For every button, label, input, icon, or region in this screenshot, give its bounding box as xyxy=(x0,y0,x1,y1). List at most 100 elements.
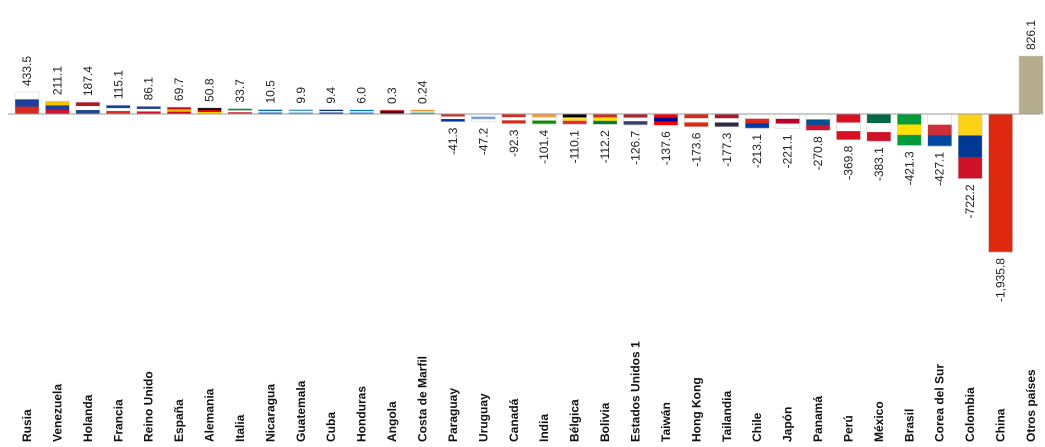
value-label: -110.1 xyxy=(568,130,582,163)
bar xyxy=(714,113,740,128)
bar-stripe xyxy=(440,116,465,120)
bar-stripe xyxy=(562,114,587,118)
bar xyxy=(136,106,161,115)
value-label: 115.1 xyxy=(111,70,125,99)
category-label: Rusia xyxy=(20,409,34,442)
bar xyxy=(623,113,648,126)
bar-stripe xyxy=(75,106,100,111)
bar xyxy=(744,113,770,129)
bar-stripe xyxy=(836,122,861,132)
bar-stripe xyxy=(106,105,131,109)
bar xyxy=(227,108,253,115)
bar xyxy=(471,113,496,123)
bar-stripe xyxy=(745,118,770,124)
category-label: Venezuela xyxy=(50,384,64,442)
bar-stripe xyxy=(15,99,39,107)
bar-stripe xyxy=(45,109,70,115)
bar-stripe xyxy=(45,101,70,106)
bar-stripe xyxy=(836,131,861,140)
bar xyxy=(197,107,222,115)
bar-stripe xyxy=(745,123,770,129)
bar xyxy=(75,101,101,115)
value-label: -427.1 xyxy=(933,152,947,186)
bar-stripe xyxy=(106,108,131,112)
bar-stripe xyxy=(988,206,1013,253)
category-label: Angola xyxy=(385,401,399,442)
value-label: 9.9 xyxy=(294,87,308,104)
value-label: -722.2 xyxy=(963,184,977,218)
category-label: Chile xyxy=(750,412,764,442)
category-label: Alemania xyxy=(203,388,217,442)
bar-stripe xyxy=(897,114,922,125)
category-label: Canadá xyxy=(507,398,521,442)
value-label: -213.1 xyxy=(750,134,764,168)
value-label: 0.24 xyxy=(416,80,430,104)
bar-stripe xyxy=(197,107,222,111)
bar-stripe xyxy=(258,111,283,113)
category-label: Brasil xyxy=(902,409,916,442)
bar-stripe xyxy=(1019,94,1043,115)
bar-stripe xyxy=(806,114,831,120)
value-label: 86.1 xyxy=(142,77,156,101)
bar-stripe xyxy=(471,119,496,123)
category-label: Tailandia xyxy=(720,391,734,442)
value-label: 0.3 xyxy=(385,87,399,104)
bar-stripe xyxy=(258,109,283,112)
bar-stripe xyxy=(897,134,922,146)
bar-stripe xyxy=(988,160,1013,207)
category-label: Estados Unidos 1 xyxy=(628,341,642,442)
bar-stripe xyxy=(288,112,313,115)
value-label: -112.2 xyxy=(598,130,612,163)
bar xyxy=(775,113,800,129)
bar xyxy=(866,113,892,142)
bar xyxy=(653,113,679,126)
bar-stripe xyxy=(227,112,252,115)
bar-stripe xyxy=(75,110,100,115)
bar-stripe xyxy=(136,106,161,110)
category-label: México xyxy=(872,401,886,442)
value-label: 69.7 xyxy=(172,77,186,101)
bar xyxy=(562,113,587,125)
bar-stripe xyxy=(806,124,831,131)
bar-stripe xyxy=(349,111,374,113)
category-label: Costa de Marfil xyxy=(416,356,430,442)
value-label: 50.8 xyxy=(203,78,217,102)
category-label: Uruguay xyxy=(476,393,490,442)
bar-stripe xyxy=(471,114,496,117)
bar-stripe xyxy=(927,124,952,136)
bar-stripe xyxy=(593,120,618,125)
bar-stripe xyxy=(958,156,983,179)
bar-stripe xyxy=(714,122,739,128)
value-label: 211.1 xyxy=(50,66,64,95)
bar-stripe xyxy=(866,114,891,124)
bar-stripe xyxy=(380,109,405,112)
bar xyxy=(957,113,983,179)
category-label: Bolivia xyxy=(598,402,612,442)
category-label: Otros países xyxy=(1024,369,1038,442)
category-label: Nicaragua xyxy=(263,384,277,442)
bar-stripe xyxy=(471,116,496,120)
category-label: Honduras xyxy=(355,386,369,442)
bar-stripe xyxy=(653,121,678,126)
category-label: Perú xyxy=(841,415,855,442)
value-label: -383.1 xyxy=(872,147,886,181)
bar-stripe xyxy=(684,122,709,127)
bar-stripe xyxy=(197,109,222,113)
bar-stripe xyxy=(684,118,709,123)
bar-stripe xyxy=(532,114,557,118)
bar-stripe xyxy=(45,105,70,111)
bar-stripe xyxy=(988,114,1013,161)
bar-stripe xyxy=(593,114,618,118)
bar-stripe xyxy=(136,108,161,112)
bar-stripe xyxy=(958,135,983,158)
bar-stripe xyxy=(714,118,739,123)
bar xyxy=(14,91,40,115)
bar-stripe xyxy=(410,111,435,113)
bar xyxy=(45,100,70,115)
bar-stripe xyxy=(836,114,861,123)
category-label: India xyxy=(537,414,551,442)
value-label: 826.1 xyxy=(1024,20,1038,50)
bar xyxy=(684,113,709,127)
bar-stripe xyxy=(623,121,648,126)
